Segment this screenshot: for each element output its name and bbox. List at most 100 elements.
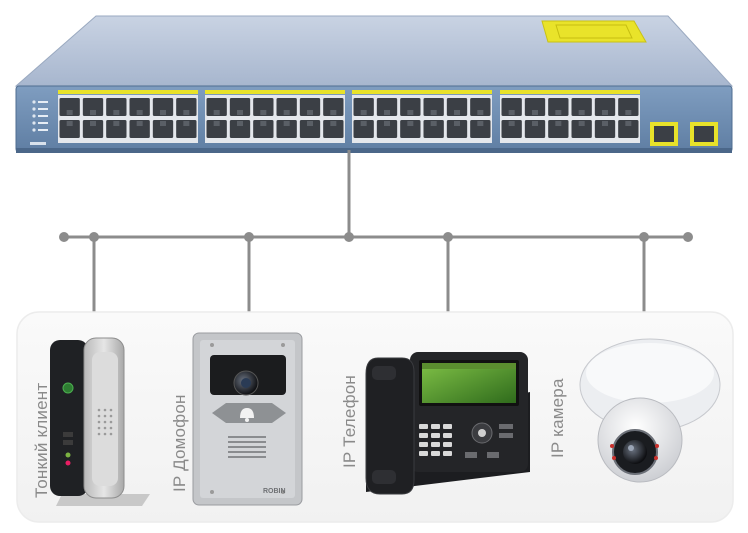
port-latch <box>578 121 585 126</box>
ethernet-port <box>176 98 197 116</box>
port-latch <box>532 110 538 115</box>
ethernet-port <box>129 98 150 116</box>
ethernet-port <box>423 98 444 116</box>
port-latch <box>477 110 484 115</box>
ethernet-port <box>323 120 344 138</box>
bus-end-left <box>59 232 69 242</box>
ethernet-port <box>253 120 274 138</box>
ethernet-port <box>106 98 127 116</box>
ethernet-port <box>571 98 592 116</box>
ethernet-port <box>446 120 468 138</box>
ethernet-port <box>299 98 321 116</box>
ethernet-port <box>206 98 227 116</box>
port-latch <box>237 110 243 115</box>
ethernet-port <box>524 120 546 138</box>
ethernet-port <box>176 120 197 138</box>
ethernet-port <box>594 120 616 138</box>
ethernet-port <box>594 98 616 116</box>
cabling <box>59 150 693 323</box>
ethernet-port <box>400 120 421 138</box>
switch-label-sticker <box>541 20 647 43</box>
port-latch <box>454 110 460 115</box>
port-group-label-strip <box>58 90 198 94</box>
ethernet-port <box>446 98 468 116</box>
port-latch <box>160 110 166 115</box>
ethernet-port <box>206 120 227 138</box>
port-latch <box>136 110 143 115</box>
ethernet-port <box>323 98 344 116</box>
port-latch <box>307 110 313 115</box>
ethernet-port <box>82 120 104 138</box>
ethernet-port <box>548 120 569 138</box>
port-group-3 <box>352 95 492 143</box>
port-latch <box>508 121 515 126</box>
port-latch <box>66 110 73 115</box>
network-switch <box>14 15 734 153</box>
port-latch <box>602 110 608 115</box>
port-latch <box>384 121 390 126</box>
port-latch <box>66 121 73 126</box>
ethernet-port <box>229 120 251 138</box>
status-leds <box>30 100 48 145</box>
port-group-label-strip <box>352 90 492 94</box>
port-group-4 <box>500 95 640 143</box>
port-latch <box>555 110 562 115</box>
port-latch <box>213 121 220 126</box>
port-latch <box>555 121 562 126</box>
bus-end-right <box>683 232 693 242</box>
port-group-label-strip <box>500 90 640 94</box>
port-latch <box>113 121 120 126</box>
port-latch <box>532 121 538 126</box>
port-latch <box>384 110 390 115</box>
ethernet-port <box>400 98 421 116</box>
port-latch <box>90 121 96 126</box>
port-latch <box>160 121 166 126</box>
port-latch <box>407 110 414 115</box>
port-latch <box>330 121 337 126</box>
ethernet-port <box>423 120 444 138</box>
port-latch <box>113 110 120 115</box>
port-group-1 <box>58 95 198 143</box>
ethernet-port <box>253 98 274 116</box>
ethernet-port <box>618 120 639 138</box>
ethernet-port <box>470 98 491 116</box>
port-latch <box>430 121 437 126</box>
device-label-ip-camera: IP камера <box>548 378 567 458</box>
port-latch <box>578 110 585 115</box>
ethernet-port <box>353 98 374 116</box>
port-group-2 <box>205 95 345 143</box>
port-latch <box>508 110 515 115</box>
ethernet-port <box>571 120 592 138</box>
port-latch <box>625 121 632 126</box>
port-latch <box>330 110 337 115</box>
port-latch <box>213 110 220 115</box>
ethernet-port <box>276 120 297 138</box>
ethernet-port <box>106 120 127 138</box>
ethernet-port <box>229 98 251 116</box>
ethernet-port <box>501 120 522 138</box>
port-group-label-strip <box>205 90 345 94</box>
ethernet-port <box>618 98 639 116</box>
device-label-thin-client: Тонкий клиент <box>32 382 51 498</box>
ethernet-port <box>129 120 150 138</box>
port-latch <box>430 110 437 115</box>
ethernet-port <box>376 98 398 116</box>
port-latch <box>360 110 367 115</box>
ethernet-port <box>524 98 546 116</box>
device-label-ip-phone: IP Телефон <box>340 374 359 468</box>
ethernet-port <box>59 120 80 138</box>
intercom-panel-icon: ROBIN <box>192 332 303 506</box>
port-latch <box>283 110 290 115</box>
port-latch <box>237 121 243 126</box>
port-groups <box>58 90 640 143</box>
uplink-port <box>654 126 674 142</box>
uplink-ports <box>650 122 718 146</box>
uplink-port <box>694 126 714 142</box>
intercom-brand: ROBIN <box>263 488 286 495</box>
port-latch <box>136 121 143 126</box>
port-latch <box>625 110 632 115</box>
port-latch <box>283 121 290 126</box>
ethernet-port <box>299 120 321 138</box>
